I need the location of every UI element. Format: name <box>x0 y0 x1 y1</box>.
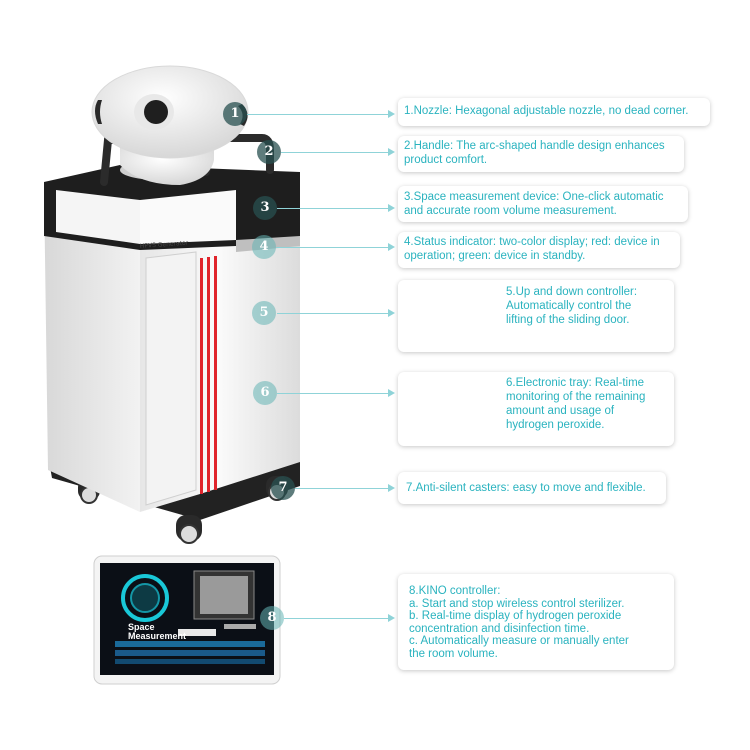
nozzle-head <box>91 65 249 185</box>
badge-8: 8 <box>260 606 284 630</box>
callout-handle: 2.Handle: The arc-shaped handle design e… <box>398 136 684 172</box>
callout-casters-text: 7.Anti-silent casters: easy to move and … <box>406 482 646 494</box>
badge-1: 1 <box>223 102 247 126</box>
callout-space-measurement-text: 3.Space measurement device: One-click au… <box>404 191 664 217</box>
arrow-3 <box>388 204 395 212</box>
tablet-screen-title: Space Measurement <box>128 622 187 641</box>
connector-line-4 <box>276 247 389 248</box>
callout-electronic-tray-text: 6.Electronic tray: Real-time monitoring … <box>506 377 646 431</box>
callout-up-down-controller-text: 5.Up and down controller: Automatically … <box>506 286 638 326</box>
callout-nozzle-text: 1.Nozzle: Hexagonal adjustable nozzle, n… <box>404 105 689 117</box>
red-accent-stripes <box>200 256 217 494</box>
device-left-panel <box>44 185 140 512</box>
callout-kino-controller-text: 8.KINO controller: a. Start and stop wir… <box>409 585 629 660</box>
callout-status-indicator-text: 4.Status indicator: two-color display; r… <box>404 236 660 262</box>
badge-2: 2 <box>257 140 281 164</box>
arrow-1 <box>388 110 395 118</box>
callout-up-down-controller: 5.Up and down controller: Automatically … <box>398 280 674 352</box>
arrow-6 <box>388 389 395 397</box>
callout-kino-controller: 8.KINO controller: a. Start and stop wir… <box>398 574 674 670</box>
arrow-7 <box>388 484 395 492</box>
badge-7: 7 <box>271 476 295 500</box>
arrow-8 <box>388 614 395 622</box>
badge-6: 6 <box>253 381 277 405</box>
kino-controller-tablet <box>93 555 281 685</box>
connector-line-5 <box>277 313 389 314</box>
callout-handle-text: 2.Handle: The arc-shaped handle design e… <box>404 140 665 166</box>
callout-casters: 7.Anti-silent casters: easy to move and … <box>398 472 666 504</box>
connector-line-2 <box>281 152 389 153</box>
callout-status-indicator: 4.Status indicator: two-color display; r… <box>398 232 680 268</box>
arrow-2 <box>388 148 395 156</box>
badge-4: 4 <box>252 235 276 259</box>
connector-line-8 <box>284 618 389 619</box>
connector-line-7 <box>295 488 389 489</box>
arrow-4 <box>388 243 395 251</box>
badge-5: 5 <box>252 301 276 325</box>
connector-line-3 <box>277 208 389 209</box>
callout-nozzle: 1.Nozzle: Hexagonal adjustable nozzle, n… <box>398 98 710 126</box>
connector-line-1 <box>247 114 389 115</box>
callout-electronic-tray: 6.Electronic tray: Real-time monitoring … <box>398 372 674 446</box>
badge-3: 3 <box>253 196 277 220</box>
callout-space-measurement: 3.Space measurement device: One-click au… <box>398 186 688 222</box>
connector-line-6 <box>277 393 389 394</box>
brand-label: HPVS Generator <box>140 240 189 250</box>
arrow-5 <box>388 309 395 317</box>
